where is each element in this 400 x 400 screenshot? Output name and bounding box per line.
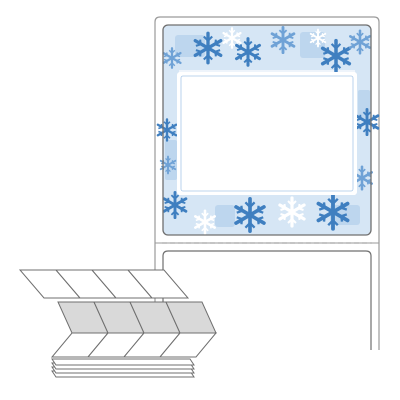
window-inner-edge <box>180 75 354 192</box>
fanfold-stack-icon <box>18 269 218 378</box>
main-label <box>156 24 380 236</box>
liner-strip <box>154 16 380 350</box>
label-outline <box>162 24 372 236</box>
label-window <box>177 72 357 195</box>
next-label-outline <box>162 250 372 350</box>
